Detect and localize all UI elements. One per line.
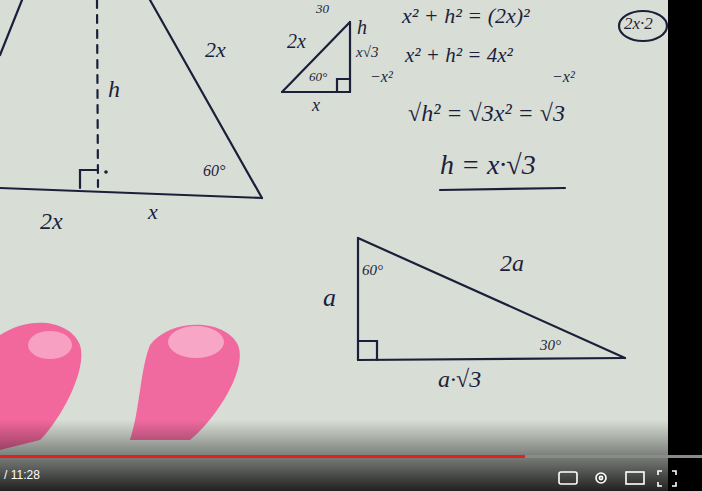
equation: √h² = √3x² = √3 [408, 100, 565, 126]
fullscreen-icon [658, 471, 662, 475]
right-angle-mark [80, 170, 97, 188]
left-side [0, 0, 22, 55]
hypotenuse [358, 238, 625, 358]
hypotenuse [282, 22, 350, 92]
equation: x² + h² = 4x² [405, 44, 513, 67]
dot [104, 170, 108, 174]
right-angle-mark [337, 79, 350, 92]
base [0, 188, 262, 198]
angle-label: 60° [203, 162, 225, 180]
side-label: x [148, 200, 158, 224]
equation: x² + h² = (2x)² [402, 4, 530, 28]
settings-icon [596, 473, 606, 483]
fullscreen-icon [672, 482, 676, 486]
side-label: x√3 [356, 44, 378, 61]
fingernail [168, 326, 224, 358]
fullscreen-icon [658, 482, 662, 486]
video-time: / 11:28 [4, 469, 40, 482]
player-icons [559, 471, 676, 486]
side-label: x [312, 96, 320, 116]
right-side [150, 0, 262, 198]
control-shade [0, 420, 702, 491]
triangle-lines [0, 0, 667, 360]
circle-mark [619, 11, 667, 41]
equation: −x² [552, 68, 575, 86]
angle-label: 30 [316, 2, 329, 16]
altitude [97, 0, 98, 187]
result-equation: h = x·√3 [440, 150, 536, 181]
black-strip [668, 0, 702, 491]
theater-icon [626, 472, 644, 484]
settings-icon [599, 476, 602, 479]
leg [349, 22, 351, 92]
height-label: h [357, 16, 367, 38]
height-label: h [108, 76, 120, 102]
cc-icon [559, 472, 577, 484]
underline [440, 188, 565, 190]
progress-played [0, 455, 525, 458]
side-label: 2x [205, 38, 226, 62]
fullscreen-icon [672, 471, 676, 475]
equation: −x² [370, 68, 393, 86]
circled-note: 2x·2 [624, 15, 653, 34]
angle-label: 60° [362, 262, 383, 279]
side-label: a [323, 284, 336, 313]
leg [282, 91, 350, 93]
fingernail [28, 331, 72, 359]
progress-track [0, 455, 702, 458]
side-label: a·√3 [438, 366, 481, 392]
side-label: 2x [40, 208, 63, 234]
angle-label: 60° [309, 70, 327, 84]
right-angle-mark [358, 341, 377, 360]
side-label: 2a [500, 250, 524, 276]
side-label: 2x [287, 30, 306, 52]
angle-label: 30° [540, 337, 561, 354]
leg [358, 358, 625, 360]
